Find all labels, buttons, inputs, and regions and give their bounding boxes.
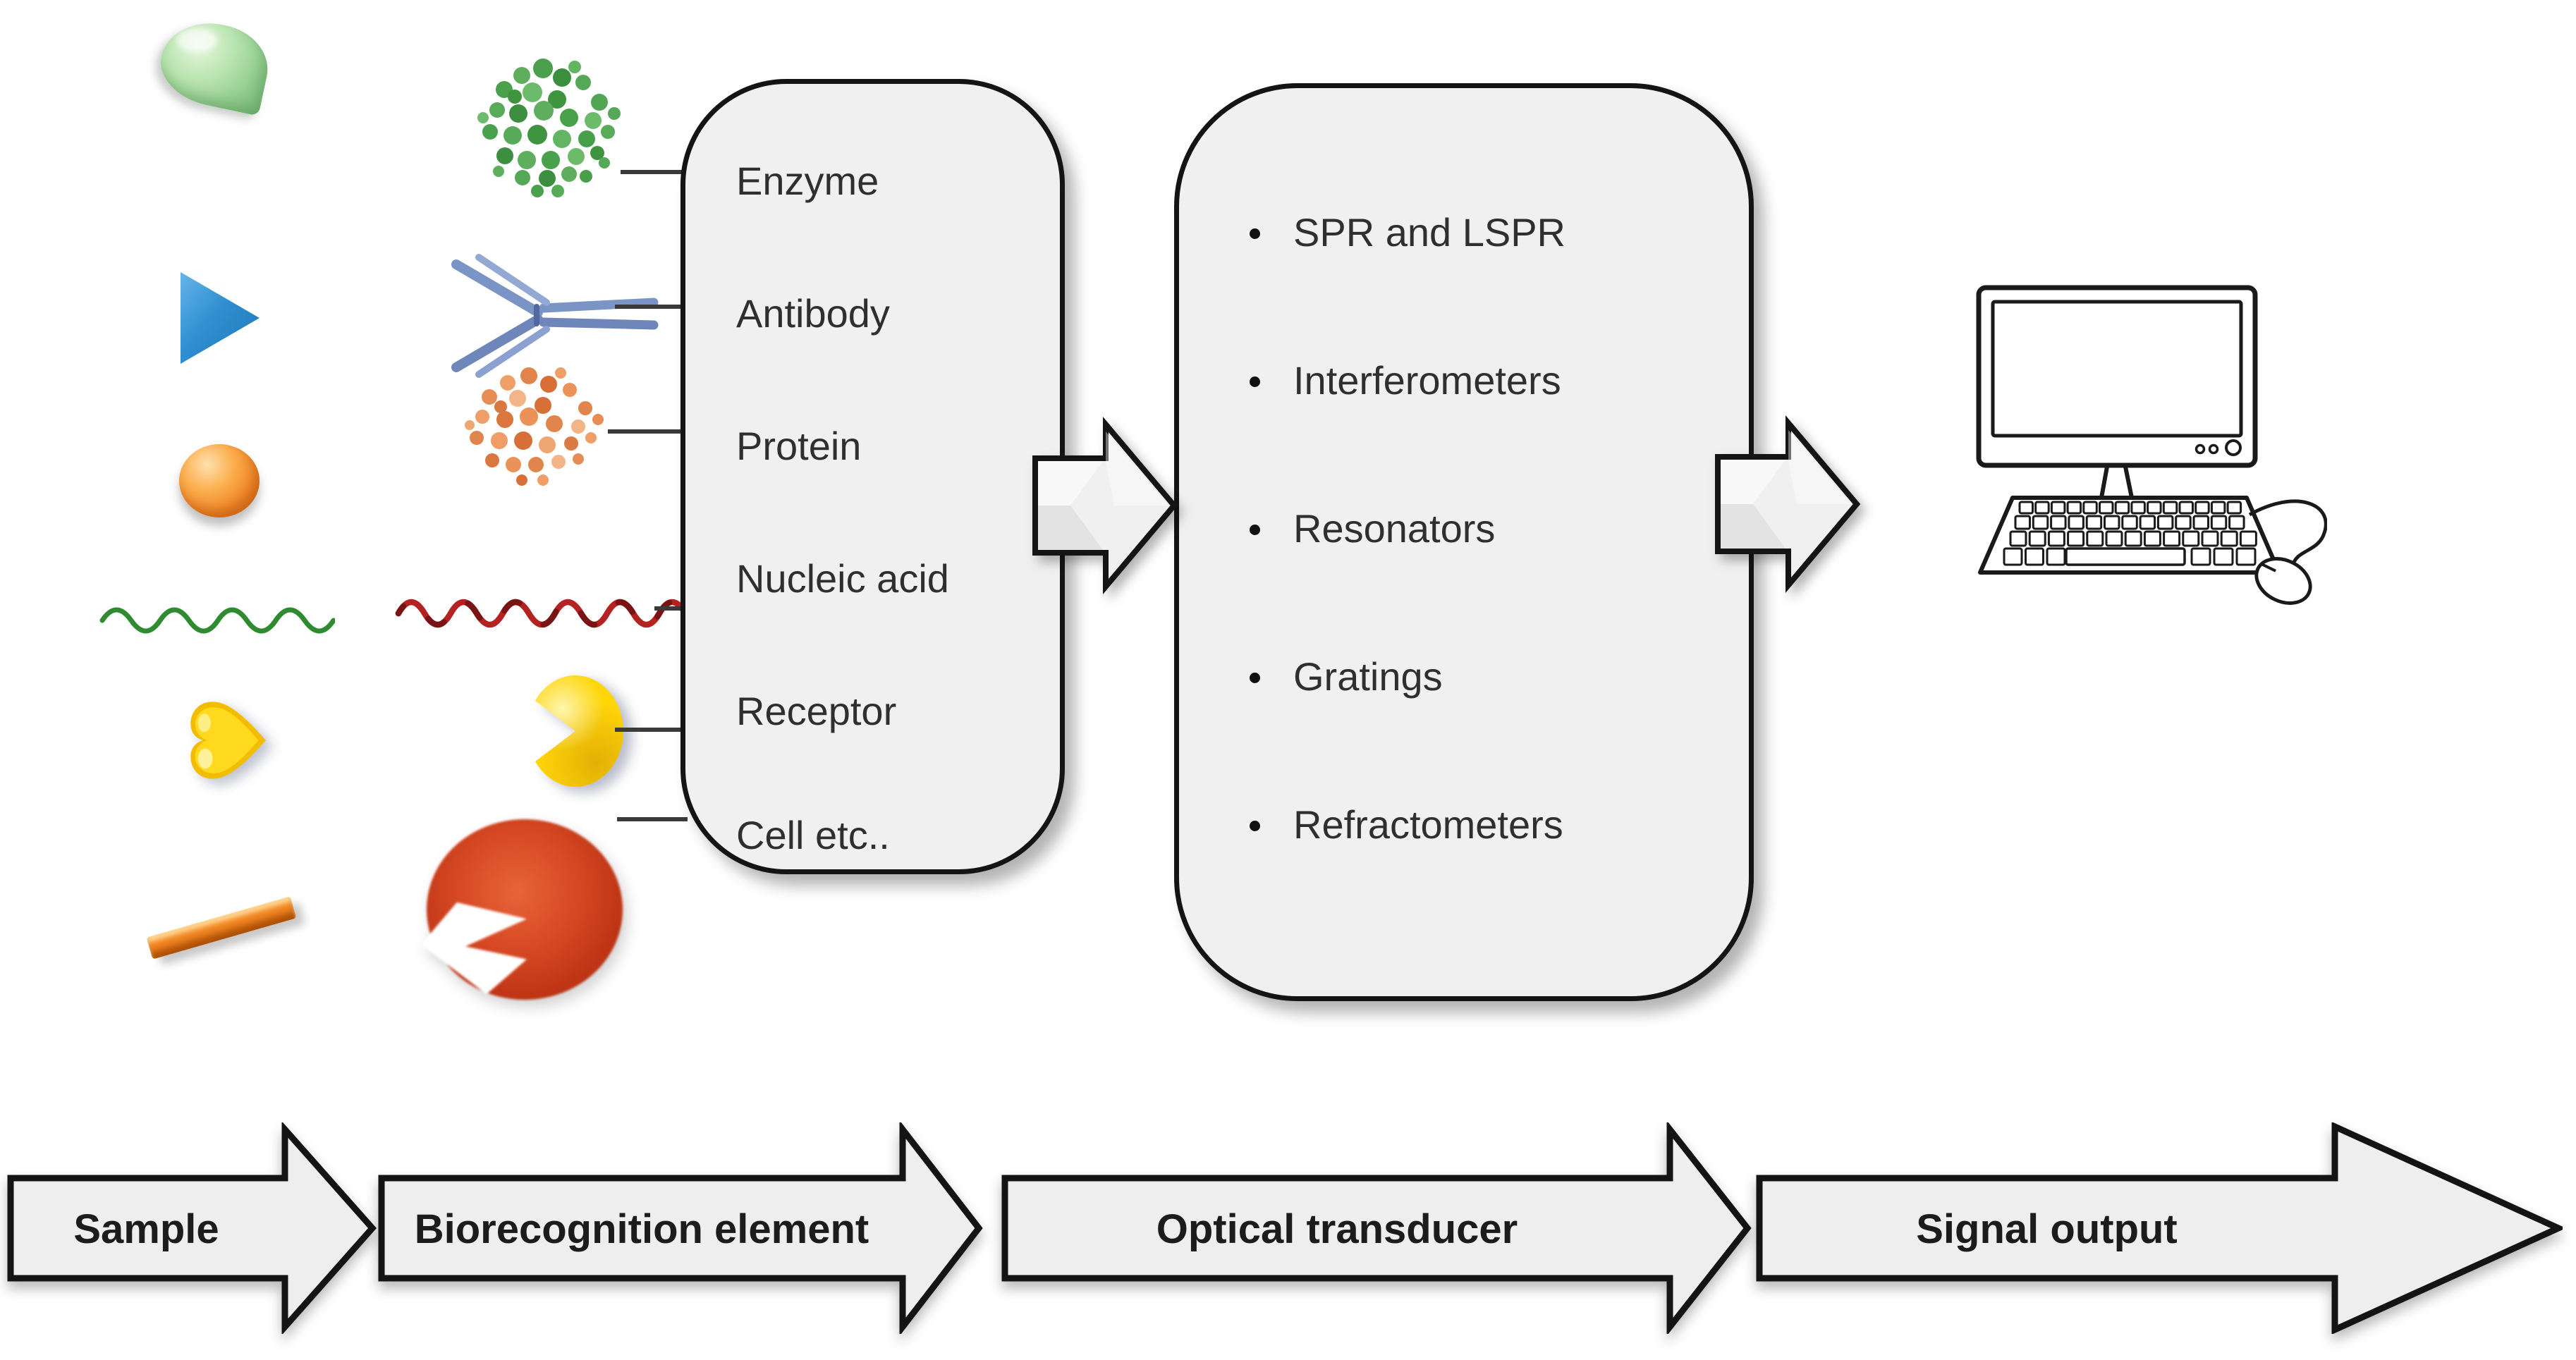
antibody-icon (451, 254, 659, 378)
recognition-item: Receptor (736, 689, 897, 733)
connector-line (615, 728, 688, 732)
transducer-item: SPR and LSPR (1250, 210, 1565, 255)
connector-line (617, 817, 688, 821)
connector-line (608, 429, 688, 434)
chevron-arrow-icon (1715, 415, 1861, 593)
flow-step-arrow-signal (1756, 1122, 2563, 1334)
bar-icon (146, 896, 297, 960)
flow-step-label: Signal output (1916, 1206, 2178, 1252)
receptor-pacman-icon (527, 675, 623, 787)
flow-step-label: Biorecognition element (414, 1206, 869, 1252)
computer-icon (1976, 285, 2327, 605)
recognition-item: Nucleic acid (736, 556, 949, 601)
optical-transducers-box: SPR and LSPR Interferometers Resonators … (1174, 83, 1754, 1001)
transducer-item: Refractometers (1250, 802, 1563, 847)
recognition-item: Antibody (736, 291, 890, 336)
biorecognition-elements-box: Enzyme Antibody Protein Nucleic acid Rec… (680, 79, 1065, 874)
connector-line (615, 305, 688, 309)
flow-step-label: Optical transducer (1156, 1206, 1518, 1252)
transducer-item: Gratings (1250, 654, 1443, 699)
flow-step-label: Sample (73, 1206, 219, 1252)
droplet-icon (153, 13, 276, 116)
transducer-item: Interferometers (1250, 358, 1561, 403)
connector-line (621, 170, 688, 174)
flow-step-arrow-sample (7, 1122, 377, 1334)
flow-step-arrow-optical (1001, 1122, 1752, 1334)
recognition-item: Enzyme (736, 159, 879, 203)
cell-icon (427, 819, 623, 1000)
heart-ligand-icon (190, 702, 266, 779)
recognition-item: Cell etc.. (736, 813, 890, 857)
keyboard-icon (1978, 496, 2281, 575)
triangle-icon (181, 272, 260, 364)
mouse-icon (2248, 499, 2327, 605)
protein-icon (465, 367, 604, 486)
nucleic-acid-icon (395, 599, 689, 628)
flow-step-arrow-biorecognition (378, 1122, 983, 1334)
sphere-icon (179, 444, 260, 517)
green-strand-icon (99, 607, 335, 634)
transducer-item: Resonators (1250, 506, 1495, 551)
enzyme-icon (477, 59, 621, 197)
chevron-arrow-icon (1032, 417, 1178, 594)
recognition-item: Protein (736, 424, 862, 468)
monitor-icon (1976, 285, 2258, 498)
connector-line (654, 606, 688, 611)
